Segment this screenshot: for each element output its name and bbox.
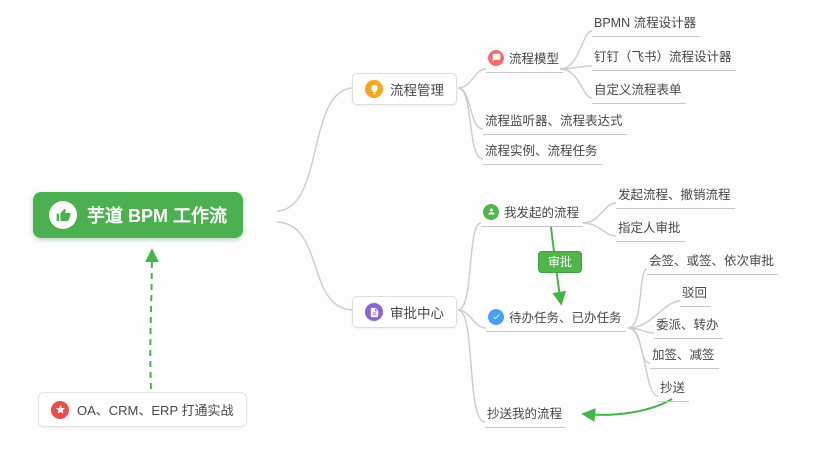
badge-label: 审批 [548,255,573,269]
node-label: 驳回 [682,286,708,300]
node-label: 发起流程、撤销流程 [618,188,731,202]
lightbulb-icon [365,80,383,98]
chat-bubble-icon [488,49,504,66]
cc-relationship-arrow [581,398,673,423]
node-todo-done-tasks[interactable]: 待办任务、已办任务 [486,307,626,332]
node-label: 流程监听器、流程表达式 [485,114,623,128]
node-label: 待办任务、已办任务 [509,311,622,325]
node-designated-approver[interactable]: 指定人审批 [616,217,685,242]
node-custom-form[interactable]: 自定义流程表单 [592,79,686,104]
node-my-initiated[interactable]: 我发起的流程 [481,202,584,227]
node-add-remove-sign[interactable]: 加签、减签 [650,344,719,369]
root-label: 芋道 BPM 工作流 [87,206,228,226]
node-label: 抄送 [660,381,686,395]
root-node[interactable]: 芋道 BPM 工作流 [33,192,244,238]
node-label: 流程模型 [509,52,560,66]
branch-approval-center[interactable]: 审批中心 [352,296,457,328]
node-countersign[interactable]: 会签、或签、依次审批 [647,250,779,275]
node-dingtalk-designer[interactable]: 钉钉（飞书）流程设计器 [592,46,736,71]
node-label: 钉钉（飞书）流程设计器 [594,50,732,64]
approval-arrow-label[interactable]: 审批 [538,251,583,273]
node-label: 自定义流程表单 [594,83,682,97]
node-reject[interactable]: 驳回 [680,282,712,307]
check-icon [488,308,504,325]
thumbs-up-icon [49,201,77,229]
node-label: 会签、或签、依次审批 [649,254,775,268]
node-label: 委派、转办 [656,318,719,332]
practice-dashed-arrow [144,248,159,390]
node-bpmn-designer[interactable]: BPMN 流程设计器 [592,12,701,37]
node-delegate-transfer[interactable]: 委派、转办 [654,314,723,339]
node-label: 加签、减签 [652,348,715,362]
branch-links [276,30,681,423]
node-cc-my-process[interactable]: 抄送我的流程 [485,403,567,428]
branch-process-management[interactable]: 流程管理 [352,73,457,105]
node-process-instance[interactable]: 流程实例、流程任务 [483,140,602,165]
node-process-listener[interactable]: 流程监听器、流程表达式 [483,110,627,135]
node-initiate-cancel[interactable]: 发起流程、撤销流程 [616,184,735,209]
star-icon [51,400,69,419]
node-label: BPMN 流程设计器 [594,16,697,30]
node-label: 流程实例、流程任务 [485,144,598,158]
branch-label: 审批中心 [390,306,444,321]
node-label: OA、CRM、ERP 打通实战 [77,403,234,418]
document-icon [365,303,383,321]
person-icon [483,203,499,220]
branch-label: 流程管理 [390,83,444,98]
node-label: 指定人审批 [618,221,681,235]
node-cc[interactable]: 抄送 [658,377,690,402]
node-label: 我发起的流程 [504,206,580,220]
node-label: 抄送我的流程 [487,407,563,421]
node-process-model[interactable]: 流程模型 [486,48,564,73]
node-integration-practice[interactable]: OA、CRM、ERP 打通实战 [38,392,247,427]
